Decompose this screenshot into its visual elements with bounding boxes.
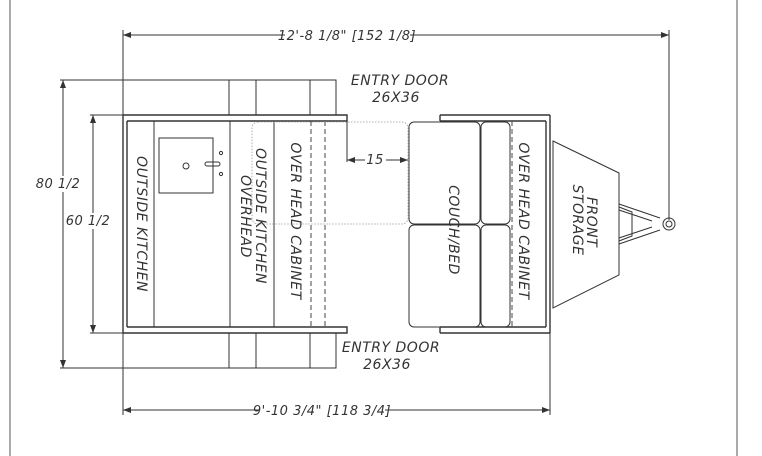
outside-kitchen-overhead-label-2: OVERHEAD (237, 175, 253, 258)
front-storage-box (552, 140, 620, 309)
svg-text:26X36: 26X36 (372, 90, 420, 106)
top-door-block (228, 79, 337, 116)
outside-kitchen-label: OUTSIDE KITCHEN (133, 156, 149, 292)
couch-bed (408, 121, 511, 328)
outside-kitchen-overhead-label: OUTSIDE KITCHEN (252, 148, 268, 284)
aisle-label: 15 (366, 153, 384, 168)
svg-text:ENTRY DOOR: ENTRY DOOR (342, 340, 440, 356)
overhead-cabinet-front-label: OVER HEAD CABINET (515, 142, 531, 300)
front-storage-label: FRONT (583, 197, 599, 248)
sink (158, 137, 224, 194)
body-width-dimension: 60 1/2 (66, 114, 123, 334)
overhead-cabinet-rear-label: OVER HEAD CABINET (287, 142, 303, 300)
body-length-label: 9'-10 3/4" [118 3/4] (253, 404, 391, 419)
body-width-label: 60 1/2 (66, 214, 111, 229)
entry-door-bottom-label: ENTRY DOOR 26X36 (342, 340, 440, 373)
drain-icon (182, 162, 190, 170)
entry-door-top-label: ENTRY DOOR 26X36 (351, 73, 449, 106)
bottom-door-block (228, 332, 337, 369)
bed-extension-outline (251, 121, 409, 225)
couch-bed-label: COUCH/BED (445, 185, 461, 275)
trailer-tongue (618, 203, 676, 245)
body-length-dimension: 9'-10 3/4" [118 3/4] (122, 333, 551, 419)
overall-length-dimension: 12'-8 1/8" [152 1/8] (122, 29, 670, 220)
svg-text:26X36: 26X36 (363, 357, 411, 373)
aisle-dimension: 15 (346, 121, 408, 168)
faucet-icon (204, 161, 221, 167)
front-storage-label-2: STORAGE (569, 185, 585, 256)
overall-length-label: 12'-8 1/8" [152 1/8] (278, 29, 416, 44)
trailer-body (122, 114, 551, 334)
coupler-icon (662, 217, 676, 231)
overall-width-dimension: 80 1/2 (36, 79, 229, 369)
overall-width-label: 80 1/2 (36, 177, 81, 192)
svg-text:ENTRY DOOR: ENTRY DOOR (351, 73, 449, 89)
